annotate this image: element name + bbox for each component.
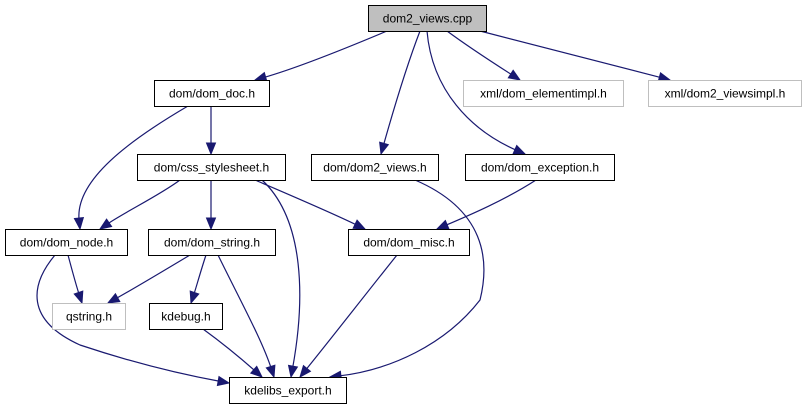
edges-layer (36, 30, 672, 387)
edge-dom_misc-to-kdelibs_export (299, 254, 398, 379)
node-label: dom/dom_string.h (164, 236, 260, 250)
edge-dom_string-to-kdebug (189, 254, 207, 305)
node-label: dom2_views.cpp (383, 12, 473, 26)
edge-line (479, 30, 662, 79)
edge-line (445, 179, 537, 227)
edge-line (115, 254, 191, 300)
node-box (348, 229, 470, 256)
edge-line (67, 254, 80, 295)
edge-line (254, 179, 358, 226)
edge-line (263, 30, 388, 79)
node-dom-misc[interactable]: dom/dom_misc.h (348, 229, 470, 256)
arrowhead-icon (512, 144, 527, 155)
node-box (648, 80, 802, 107)
edge-css_stylesheet-to-dom_string (205, 179, 217, 231)
node-box (154, 80, 270, 107)
node-box (52, 303, 126, 330)
edge-line (305, 254, 398, 371)
edge-kdebug-to-kdelibs_export (202, 328, 263, 378)
node-label: dom/dom_doc.h (169, 87, 255, 101)
node-dom-elementimpl: xml/dom_elementimpl.h (463, 80, 624, 107)
node-label: xml/dom_elementimpl.h (480, 87, 607, 101)
arrowhead-icon (73, 217, 85, 231)
edge-root-to-dom2_views (379, 30, 421, 156)
edge-line (426, 30, 517, 151)
node-root[interactable]: dom2_views.cpp (368, 5, 487, 32)
node-box (5, 229, 128, 256)
arrowhead-icon (435, 219, 450, 230)
node-label: dom/dom_exception.h (481, 161, 599, 175)
nodes-layer: dom2_views.cpp dom/dom_doc.h dom/dom2_view… (5, 5, 802, 404)
node-box (465, 154, 615, 181)
node-dom-exception[interactable]: dom/dom_exception.h (465, 154, 615, 181)
node-label: dom/dom_node.h (20, 236, 113, 250)
edge-css_stylesheet-to-dom_misc (254, 179, 367, 230)
edge-line (193, 254, 207, 295)
node-dom2-views[interactable]: dom/dom2_views.h (311, 154, 439, 181)
node-box (229, 377, 347, 404)
edge-line (382, 30, 421, 146)
edge-dom_string-to-qstring (106, 254, 191, 304)
arrowhead-icon (205, 217, 217, 231)
edge-dom_node-to-kdelibs_export (36, 254, 231, 387)
arrowhead-icon (352, 219, 367, 230)
node-box (137, 154, 286, 181)
arrowhead-icon (249, 365, 263, 378)
node-label: dom/css_stylesheet.h (154, 161, 269, 175)
node-label: dom/dom_misc.h (363, 236, 454, 250)
arrowhead-icon (379, 141, 390, 156)
arrowhead-icon (98, 218, 113, 230)
node-kdebug[interactable]: kdebug.h (149, 303, 223, 330)
edge-root-to-dom_exception (426, 30, 527, 155)
node-css-stylesheet[interactable]: dom/css_stylesheet.h (137, 154, 286, 181)
node-dom-doc[interactable]: dom/dom_doc.h (154, 80, 270, 107)
edge-css_stylesheet-to-dom_node (98, 179, 181, 230)
node-label: qstring.h (66, 310, 112, 324)
node-label: dom/dom2_views.h (323, 161, 426, 175)
edge-root-to-dom2_viewsimpl (479, 30, 672, 83)
edge-root-to-dom_elementimpl (446, 30, 522, 81)
node-dom2-viewsimpl: xml/dom2_viewsimpl.h (648, 80, 802, 107)
node-box (148, 229, 276, 256)
edge-dom_doc-to-dom_node (73, 105, 189, 231)
node-dom-string[interactable]: dom/dom_string.h (148, 229, 276, 256)
edge-line (338, 179, 485, 377)
node-kdelibs-export[interactable]: kdelibs_export.h (229, 377, 347, 404)
edge-line (107, 179, 181, 225)
edge-root-to-dom_doc (253, 30, 388, 82)
edge-dom_node-to-qstring (67, 254, 84, 305)
edge-dom2_views-to-kdelibs_export (328, 179, 485, 381)
edge-dom_exception-to-dom_misc (435, 179, 537, 230)
node-qstring: qstring.h (52, 303, 126, 330)
node-box (463, 80, 624, 107)
arrowhead-icon (299, 364, 312, 379)
arrowhead-icon (265, 364, 276, 379)
edge-line (261, 179, 301, 369)
node-dom-node[interactable]: dom/dom_node.h (5, 229, 128, 256)
edge-css_stylesheet-to-kdelibs_export (261, 179, 301, 379)
edge-dom_doc-to-css_stylesheet (205, 105, 217, 156)
node-box (149, 303, 223, 330)
edge-line (78, 105, 189, 221)
arrowhead-icon (507, 69, 522, 81)
node-label: kdelibs_export.h (244, 384, 331, 398)
arrowhead-icon (205, 142, 217, 156)
arrowhead-icon (73, 290, 84, 305)
node-label: xml/dom2_viewsimpl.h (665, 87, 786, 101)
edge-line (217, 254, 272, 369)
arrowhead-icon (287, 364, 299, 379)
arrowhead-icon (106, 292, 121, 304)
node-box (311, 154, 439, 181)
edge-line (36, 254, 221, 382)
arrowhead-icon (216, 375, 231, 387)
edge-line (446, 30, 513, 76)
node-box (368, 5, 487, 32)
node-label: kdebug.h (161, 310, 210, 324)
edge-dom_string-to-kdelibs_export (217, 254, 276, 379)
arrowhead-icon (189, 290, 200, 305)
edge-line (202, 328, 256, 372)
